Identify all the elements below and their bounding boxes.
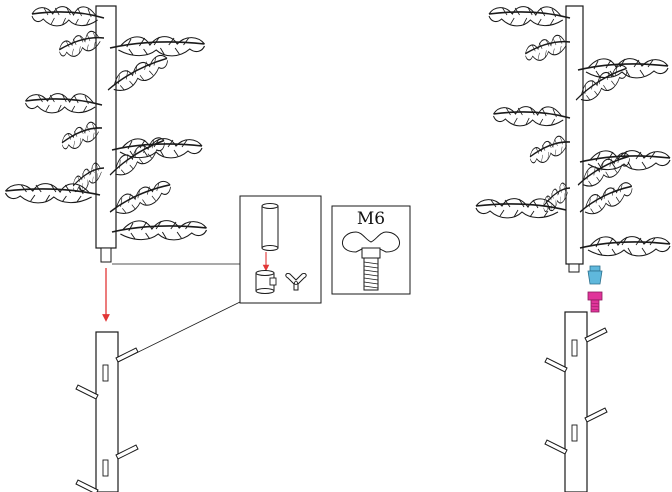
branch bbox=[577, 57, 669, 79]
right-top-trunk-plug bbox=[568, 263, 580, 273]
pole-stub bbox=[75, 384, 99, 400]
detail-leader-line bbox=[117, 301, 241, 363]
right-bottom-pole bbox=[564, 311, 588, 492]
branch bbox=[528, 130, 572, 170]
branch bbox=[111, 219, 208, 241]
m6-label: M6 bbox=[357, 209, 385, 229]
branch bbox=[109, 35, 206, 57]
pole-stub bbox=[115, 347, 139, 363]
left-top-trunk-plug bbox=[100, 247, 112, 263]
branch bbox=[107, 176, 174, 221]
left-top-tree-section bbox=[4, 5, 208, 263]
right-bottom-tree-section bbox=[544, 311, 608, 492]
hardware-detail-box bbox=[239, 195, 322, 304]
pole-slot bbox=[571, 424, 578, 442]
pole-stub bbox=[75, 479, 99, 492]
left-bottom-pole bbox=[95, 331, 119, 492]
left-top-trunk bbox=[95, 5, 117, 249]
pole-stub bbox=[544, 439, 568, 455]
branch bbox=[492, 105, 571, 127]
pole-stub bbox=[544, 357, 568, 373]
branch bbox=[4, 182, 101, 204]
pole-slot bbox=[102, 364, 109, 382]
wing-bolt-icon bbox=[342, 231, 400, 291]
left-bottom-tree-section bbox=[75, 331, 139, 492]
branch bbox=[475, 197, 567, 219]
magenta-connector-icon bbox=[587, 291, 603, 313]
branch bbox=[577, 178, 635, 221]
branch bbox=[31, 5, 105, 27]
right-top-trunk bbox=[565, 5, 584, 265]
branch bbox=[488, 5, 571, 27]
cyan-connector-icon bbox=[587, 265, 603, 285]
tube-icon bbox=[261, 203, 279, 251]
pole-stub bbox=[584, 407, 608, 423]
pole-stub bbox=[584, 327, 608, 343]
collar-icon bbox=[255, 270, 277, 294]
right-top-tree-section bbox=[475, 5, 671, 273]
m6-detail-box: M6 bbox=[331, 205, 411, 295]
branch bbox=[24, 92, 103, 114]
branch bbox=[523, 29, 572, 67]
wing-nut-icon bbox=[285, 273, 307, 291]
pole-slot bbox=[571, 339, 578, 357]
branch bbox=[579, 235, 671, 257]
pole-slot bbox=[102, 459, 109, 477]
pole-stub bbox=[115, 444, 139, 460]
